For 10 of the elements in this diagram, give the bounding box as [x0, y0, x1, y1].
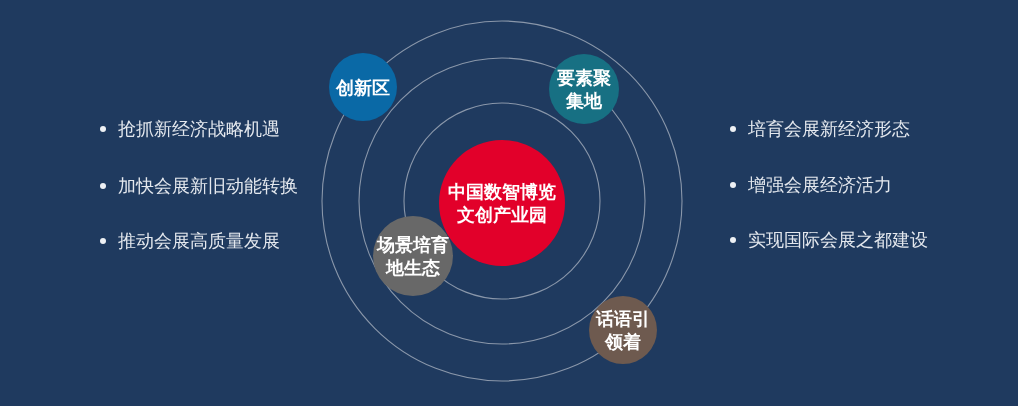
bullet-text: 推动会展高质量发展 — [118, 229, 280, 253]
circle-node: 场景培育地生态 — [373, 216, 453, 296]
bullet-text: 增强会展经济活力 — [748, 173, 892, 197]
bullet-text: 培育会展新经济形态 — [748, 117, 910, 141]
circle-node: 创新区 — [329, 53, 397, 121]
bullet-text: 实现国际会展之都建设 — [748, 228, 928, 252]
bullet-text: 抢抓新经济战略机遇 — [118, 117, 280, 141]
bullet-text: 加快会展新旧动能转换 — [118, 174, 298, 198]
circle-node: 话语引领着 — [589, 296, 657, 364]
circle-node: 要素聚集地 — [549, 54, 619, 124]
